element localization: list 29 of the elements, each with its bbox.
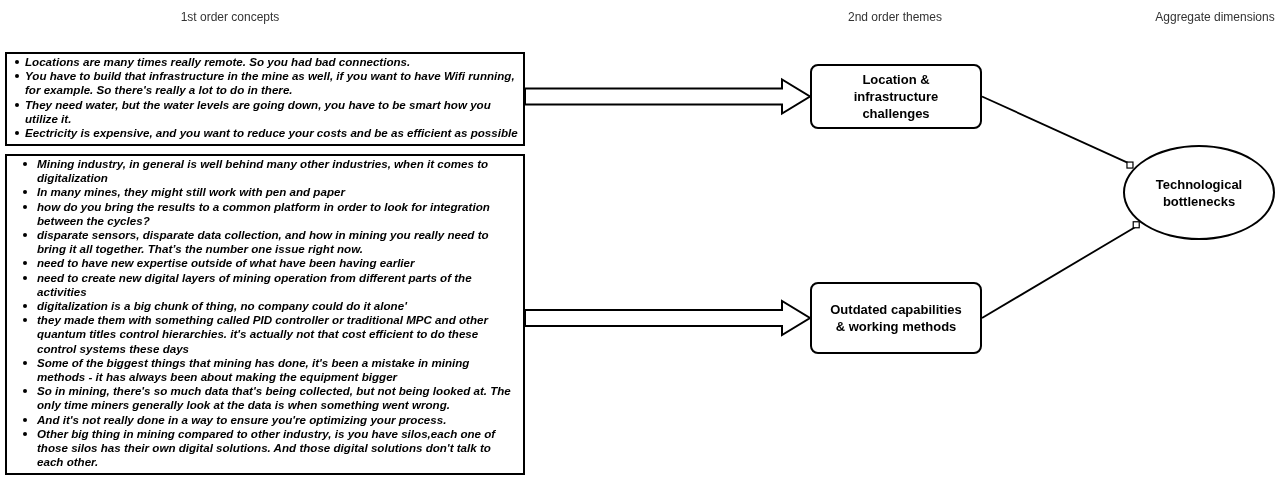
quote-bullet: So in mining, there's so much data that's being collected, but not being looked at. The only time miners generally look at the data is when something went wrong. (37, 384, 512, 413)
column-heading: 2nd order themes (847, 10, 943, 24)
quote-list-box (5, 52, 525, 146)
quote-bullet: Locations are many times really remote. So you had bad connections. (25, 55, 411, 70)
quote-bullet: And it's not really done in a way to ensure you're optimizing your process. (37, 412, 447, 427)
quote-bullet: You have to build that infrastructure in the mine as well, if you want to have Wifi running, for example. So there's really a lot to do in there. (25, 69, 516, 98)
quote-bullet: Mining industry, in general is well behind many other industries, when it comes to digitalization (37, 157, 490, 186)
quote-list-box (5, 154, 525, 475)
block-arrow (524, 299, 812, 337)
quote-bullet: disparate sensors, disparate data collection, and how in mining you really need to bring it all together. That’s the number one issue right now. (37, 228, 490, 257)
block-arrow (524, 77, 812, 116)
column-heading: Aggregate dimensions (1155, 10, 1275, 24)
quote-bullet: In many mines, they might still work with pen and paper (37, 185, 345, 200)
connector-line (981, 95, 1134, 169)
column-heading: 1st order concepts (180, 10, 280, 24)
node-label: Location & infrastructure challenges (852, 71, 940, 122)
quote-bullet: They need water, but the water levels are going down, you have to be smart how you utilize it. (25, 97, 492, 126)
quote-bullet: how do you bring the results to a common platform in order to look for integration between the cycles? (37, 199, 491, 228)
quote-bullet: Eectricity is expensive, and you want to reduce your costs and be as efficient as possible (25, 126, 518, 141)
theme-box (810, 282, 982, 354)
quote-bullet: Other big thing in mining compared to other industry, is you have silos,each one of those silos has their own digital solutions. And those digital solutions don't talk to each other. (37, 426, 497, 470)
node-label: Technological bottlenecks (1154, 175, 1244, 210)
theme-box (810, 64, 982, 129)
quote-bullet: they made them with something called PID controller or traditional MPC and other quantum titles control hierarchies. it's actually not that cost efficient to do these control systems these days (37, 313, 490, 356)
quote-bullet: Some of the biggest things that mining has done, it's been a mistake in mining methods - it has always been about making the equipment bigger (37, 355, 471, 385)
quote-bullet: digitalization is a big chunk of thing, no company could do it alone' (37, 299, 407, 314)
quote-bullet: need to have new expertise outside of what have been having earlier (37, 256, 415, 271)
node-label: Outdated capabilities & working methods (829, 301, 963, 335)
connector-line (981, 221, 1141, 319)
